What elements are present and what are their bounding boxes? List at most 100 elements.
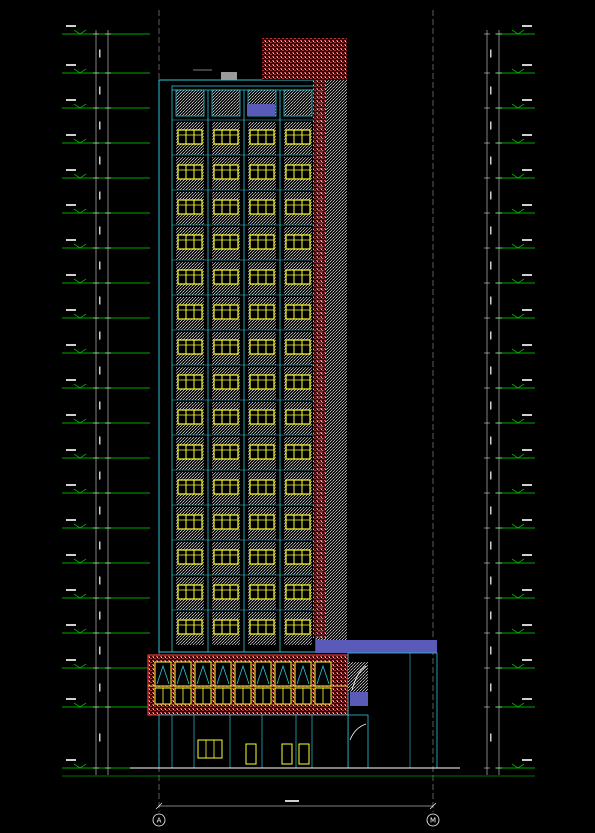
window-frame <box>213 374 239 390</box>
elevation-marker <box>511 138 525 144</box>
dim-annotation <box>490 471 492 480</box>
window-frame <box>249 409 275 425</box>
podium-arch <box>276 664 290 685</box>
window-frame <box>285 129 311 145</box>
window-frame <box>249 129 275 145</box>
podium-arch <box>156 664 170 685</box>
window-frame <box>285 619 311 635</box>
elevation-annotation <box>522 239 532 241</box>
window-frame <box>249 304 275 320</box>
dim-annotation <box>99 366 101 375</box>
elevation-annotation <box>66 484 76 486</box>
elevation-marker <box>511 208 525 214</box>
elevation-annotation <box>522 624 532 626</box>
elevation-annotation <box>522 554 532 556</box>
elevation-marker <box>73 628 87 634</box>
elevation-marker <box>73 558 87 564</box>
dim-annotation <box>99 611 101 620</box>
window-frame <box>213 304 239 320</box>
dim-annotation <box>99 121 101 130</box>
dim-annotation <box>490 191 492 200</box>
dim-annotation <box>490 436 492 445</box>
elevation-marker <box>511 763 525 769</box>
window-frame <box>285 199 311 215</box>
window-frame <box>177 514 203 530</box>
elevation-marker <box>511 278 525 284</box>
canopy-band <box>316 640 437 653</box>
elevation-annotation <box>522 589 532 591</box>
window-frame <box>249 619 275 635</box>
bottom-dimension <box>155 800 437 810</box>
window-frame <box>177 304 203 320</box>
window-frame <box>213 199 239 215</box>
window-frame <box>249 339 275 355</box>
elevation-marker <box>73 418 87 424</box>
window-frame <box>249 549 275 565</box>
elevation-annotation <box>522 414 532 416</box>
window-frame <box>285 549 311 565</box>
podium-arch <box>196 664 210 685</box>
axis-bubble-a: A <box>152 813 166 827</box>
elevation-marker <box>73 278 87 284</box>
elevation-marker <box>511 348 525 354</box>
elevation-marker <box>511 453 525 459</box>
elevation-annotation <box>522 64 532 66</box>
window-frame <box>285 409 311 425</box>
dim-annotation <box>490 86 492 95</box>
dim-annotation <box>99 191 101 200</box>
elevation-annotation <box>66 204 76 206</box>
podium-arch <box>176 664 190 685</box>
window-frame <box>285 584 311 600</box>
window-frame <box>177 234 203 250</box>
elevation-annotation <box>66 698 76 700</box>
elevation-marker <box>511 523 525 529</box>
elevation-annotation <box>66 134 76 136</box>
annex-hatch <box>348 662 368 692</box>
dim-annotation <box>99 296 101 305</box>
window-frame <box>285 374 311 390</box>
elevation-annotation <box>66 519 76 521</box>
elevation-marker <box>511 29 525 35</box>
window-frame <box>213 479 239 495</box>
window-frame <box>249 479 275 495</box>
elevation-marker <box>511 702 525 708</box>
dim-annotation <box>490 156 492 165</box>
dim-annotation <box>490 683 492 692</box>
elevation-annotation <box>522 698 532 700</box>
window-frame <box>177 549 203 565</box>
elevation-annotation <box>66 554 76 556</box>
elevation-marker <box>73 763 87 769</box>
roof-bay <box>211 89 241 117</box>
window-frame <box>285 304 311 320</box>
podium-arch <box>316 664 330 685</box>
dim-annotation <box>99 331 101 340</box>
elevation-annotation <box>66 379 76 381</box>
dim-annotation <box>490 401 492 410</box>
elevation-annotation <box>66 99 76 101</box>
elevation-marker <box>511 313 525 319</box>
window-frame <box>213 269 239 285</box>
dim-annotation <box>490 261 492 270</box>
window-frame <box>285 339 311 355</box>
elevation-marker <box>73 702 87 708</box>
annex-curve <box>351 665 367 691</box>
window-frame <box>249 199 275 215</box>
axis-label-m: M <box>430 817 436 825</box>
elevation-annotation <box>522 25 532 27</box>
elevation-marker <box>511 628 525 634</box>
window-frame <box>285 269 311 285</box>
window-frame <box>177 479 203 495</box>
window-frame <box>213 234 239 250</box>
podium-facade <box>147 640 438 769</box>
elevation-annotation <box>66 589 76 591</box>
elevation-marker <box>511 173 525 179</box>
facade-tile-column <box>262 38 347 640</box>
elevation-marker <box>73 348 87 354</box>
elevation-annotation <box>522 344 532 346</box>
elevation-annotation <box>522 134 532 136</box>
elevation-annotation <box>522 659 532 661</box>
elevation-marker <box>511 593 525 599</box>
dim-annotation <box>99 49 101 58</box>
elevation-annotation <box>522 99 532 101</box>
